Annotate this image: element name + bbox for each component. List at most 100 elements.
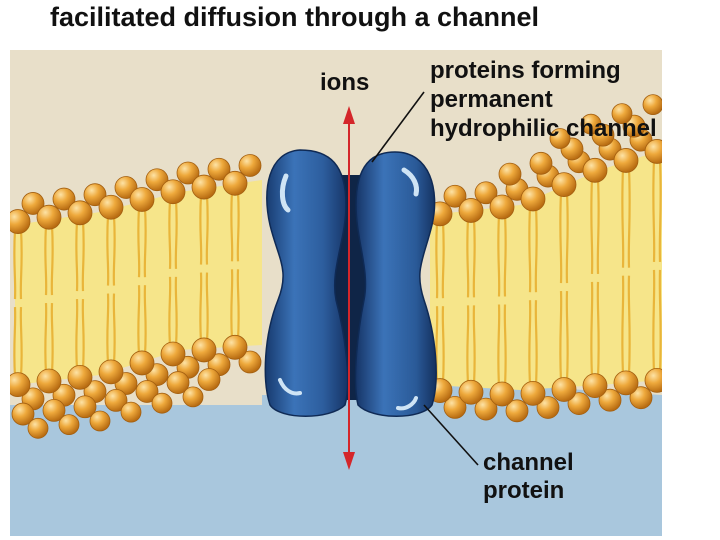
lipid-head xyxy=(549,128,571,149)
lipid-tail xyxy=(466,305,476,385)
lipid-head xyxy=(644,139,662,164)
ions-label: ions xyxy=(320,69,370,96)
lipid-head xyxy=(505,399,529,423)
lipid-head xyxy=(474,397,498,421)
channel-protein-right-subunit xyxy=(354,151,437,417)
lipid-head xyxy=(582,157,608,183)
lipid-head xyxy=(67,200,93,226)
lipid-head xyxy=(98,194,124,220)
lipid-head xyxy=(21,192,45,215)
lipid-head xyxy=(98,359,124,385)
lipid-head xyxy=(611,103,633,125)
lipid-tail xyxy=(199,272,209,343)
lipid-head xyxy=(58,414,80,436)
lipid-head xyxy=(191,174,217,200)
lipid-head xyxy=(120,401,142,423)
lipid-head xyxy=(83,183,107,207)
lipid-head xyxy=(129,187,155,212)
lipid-head xyxy=(89,410,111,432)
proteins-label-line-2: permanent xyxy=(430,86,553,113)
lipid-head xyxy=(11,402,35,426)
lipid-tail-zone-right xyxy=(430,150,662,390)
lipid-head xyxy=(567,392,591,416)
lipid-head xyxy=(443,184,467,208)
cytoplasm-region xyxy=(10,380,662,536)
channel-label-leader xyxy=(423,404,479,466)
lipid-head xyxy=(104,388,128,412)
lipid-tails xyxy=(13,159,662,387)
lipid-head xyxy=(443,395,467,419)
lipid-tail xyxy=(528,206,538,293)
lipid-tail xyxy=(497,304,507,387)
channel-protein xyxy=(264,149,437,417)
lipid-tail xyxy=(621,168,631,268)
lipid-head xyxy=(160,341,186,367)
lipid-head xyxy=(489,381,515,407)
lipid-tail xyxy=(652,269,662,373)
lipid-head xyxy=(222,334,248,360)
lipid-head xyxy=(129,350,155,376)
lipid-tail xyxy=(230,191,240,262)
lipid-tail xyxy=(559,291,569,382)
lipid-head xyxy=(222,170,248,196)
lipid-head xyxy=(644,368,662,393)
proteins-label-leader xyxy=(371,91,425,163)
lipid-head xyxy=(36,368,62,394)
lipid-tail xyxy=(528,300,538,386)
lipid-tail xyxy=(435,221,445,299)
lipid-head xyxy=(498,162,522,186)
lipid-tail xyxy=(137,207,147,278)
lipid-head xyxy=(551,172,577,198)
diagram-title: facilitated diffusion through a channel xyxy=(50,2,540,32)
lipid-tail xyxy=(106,293,116,364)
lipid-tail xyxy=(230,269,240,340)
proteins-label-line-1: proteins forming xyxy=(430,57,621,84)
lipid-head xyxy=(238,350,262,374)
lipid-tail xyxy=(559,192,569,284)
lipid-head xyxy=(52,187,76,211)
lipid-head xyxy=(520,186,546,212)
lipid-head xyxy=(582,373,608,399)
channel-label-line-2: protein xyxy=(483,477,565,504)
lipid-tail xyxy=(13,307,23,377)
lipid-head xyxy=(166,371,190,394)
lipid-head xyxy=(580,113,602,135)
lipid-head xyxy=(182,386,204,408)
channel-protein-label: channel protein xyxy=(483,450,574,506)
lipid-head xyxy=(613,370,639,396)
channel-protein-left-subunit xyxy=(264,149,349,417)
lipid-tail xyxy=(168,199,178,269)
lipid-head xyxy=(151,392,173,414)
lipid-head xyxy=(176,161,200,185)
lipid-head xyxy=(207,157,231,181)
channel-label-line-1: channel xyxy=(483,449,574,476)
lipid-head xyxy=(36,204,62,230)
lipid-heads xyxy=(10,94,662,439)
lipid-tail xyxy=(168,276,178,347)
lipid-head xyxy=(197,368,221,391)
lipid-tail xyxy=(466,218,476,298)
lipid-head xyxy=(529,151,553,175)
lipid-head xyxy=(238,154,262,177)
lipid-tail xyxy=(44,225,54,296)
lipid-head xyxy=(613,148,639,173)
lipid-head xyxy=(642,94,662,116)
lipid-tail xyxy=(75,220,85,292)
lipid-head xyxy=(520,380,546,406)
lipid-tail xyxy=(590,178,600,275)
lipid-tail xyxy=(199,195,209,265)
lipid-head xyxy=(474,181,498,205)
lipid-tail xyxy=(497,214,507,297)
lipid-head xyxy=(135,380,159,403)
lipid-head xyxy=(458,379,484,405)
lipid-tail xyxy=(44,303,54,374)
lipid-head xyxy=(536,396,560,419)
ion-flow-arrow xyxy=(343,106,355,470)
lipid-head xyxy=(27,417,49,439)
lipid-head xyxy=(598,388,622,412)
lipid-head xyxy=(160,179,186,205)
lipid-tail xyxy=(137,285,147,355)
proteins-forming-channel-label: proteins forming permanent hydrophilic c… xyxy=(430,58,657,145)
lipid-head xyxy=(10,209,31,234)
